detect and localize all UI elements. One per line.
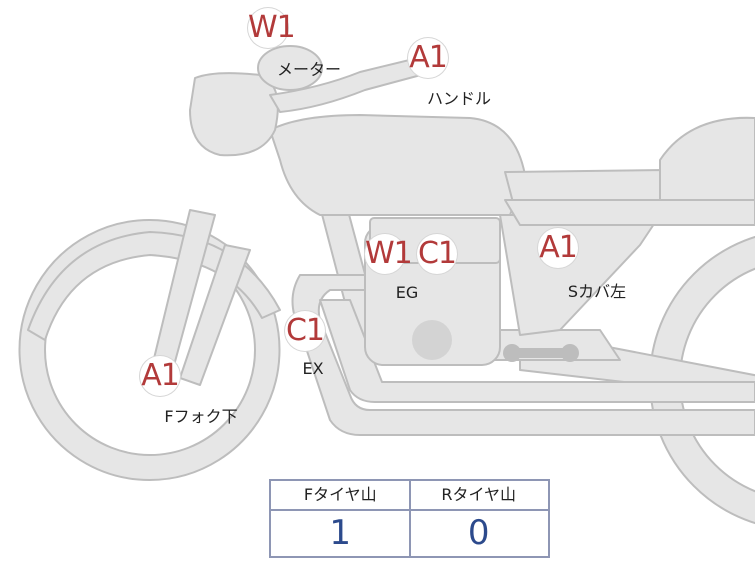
engine-cover xyxy=(412,320,452,360)
part-label-side-cover: Sカバ左 xyxy=(567,282,627,301)
grade-badge-handle: A1 xyxy=(408,38,448,78)
part-label-handle: ハンドル xyxy=(426,89,492,108)
fuel-tank xyxy=(269,114,526,216)
side-cover-shape xyxy=(499,214,661,336)
footpeg xyxy=(510,348,570,358)
front-tire-header: Fタイヤ山 xyxy=(303,485,377,504)
grade-badge-engine-c: C1 xyxy=(417,234,457,274)
grade-badge-exhaust: C1 xyxy=(285,311,325,351)
part-label-exhaust: EX xyxy=(302,359,324,378)
grade-badge-meter: W1 xyxy=(248,8,296,48)
rear-tire-header: Rタイヤ山 xyxy=(441,485,517,504)
part-label-engine: EG xyxy=(395,283,419,302)
front-fender xyxy=(27,231,281,341)
meter-shape xyxy=(257,45,323,91)
part-label-meter: メーター xyxy=(276,60,342,79)
headlight xyxy=(189,72,279,157)
rear-tire-value: 0 xyxy=(467,513,490,553)
grade-badge-fork: A1 xyxy=(140,356,180,396)
front-tire-value: 1 xyxy=(329,513,352,553)
part-label-fork: Fフォク下 xyxy=(164,407,238,426)
table-divider-vertical xyxy=(408,481,411,556)
tire-tread-table: Fタイヤ山 Rタイヤ山 1 0 xyxy=(269,479,550,558)
grade-badge-engine-w: W1 xyxy=(365,234,413,274)
grade-badge-side-cover: A1 xyxy=(538,228,578,268)
